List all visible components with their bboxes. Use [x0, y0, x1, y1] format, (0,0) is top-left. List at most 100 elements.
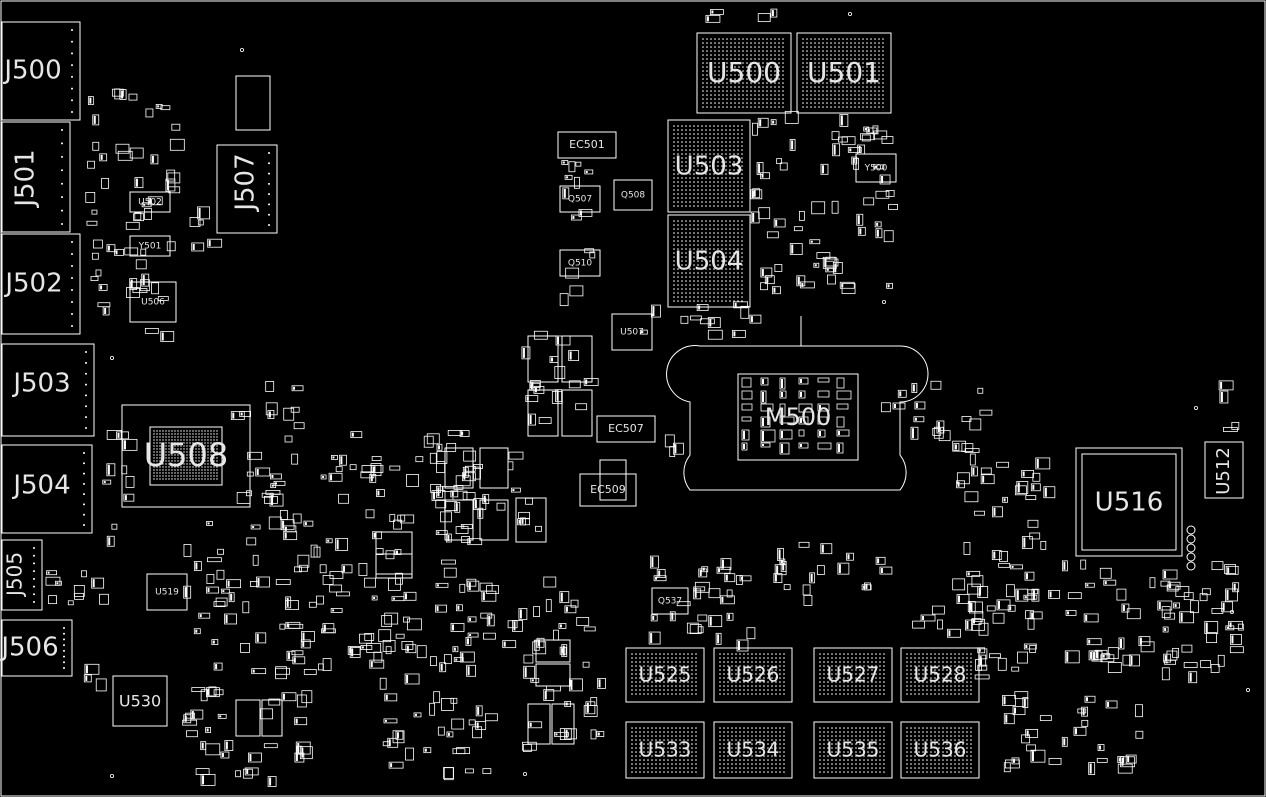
chip-u504 [667, 214, 751, 308]
small-component [740, 305, 750, 319]
small-component [597, 677, 606, 689]
small-component [1105, 700, 1118, 709]
component-pad [207, 588, 210, 593]
small-component [461, 472, 476, 482]
small-component [242, 601, 250, 614]
connector-pin [33, 585, 35, 588]
component-pad [847, 554, 850, 560]
small-component [933, 426, 944, 439]
small-component [193, 561, 202, 571]
small-component [269, 493, 284, 507]
component-pad [1233, 583, 1236, 591]
small-component [455, 526, 469, 534]
small-component [275, 667, 290, 675]
small-component [837, 136, 848, 143]
small-component [1023, 594, 1038, 600]
component-pad [440, 663, 443, 671]
component-pad [706, 16, 709, 22]
component-pad [743, 431, 745, 439]
small-component [134, 212, 142, 221]
small-component [720, 558, 732, 571]
connector-pin [268, 152, 270, 154]
component-pad [998, 600, 1001, 609]
small-component [969, 418, 982, 431]
small-component [385, 550, 395, 560]
component-pad [1036, 458, 1039, 468]
small-component [831, 131, 840, 141]
chip-u536 [900, 721, 980, 779]
small-component [1237, 623, 1244, 631]
component-pad [184, 587, 187, 598]
small-component [1162, 569, 1178, 580]
small-component [447, 430, 462, 436]
small-component [967, 583, 982, 595]
component-block [561, 389, 593, 437]
small-component [455, 604, 463, 612]
small-component [160, 105, 171, 111]
small-component [564, 605, 577, 614]
component-pad [222, 590, 225, 593]
small-component [423, 747, 432, 754]
small-component [371, 456, 382, 461]
component-pad [351, 432, 354, 437]
component-pad [395, 550, 398, 554]
test-point [882, 299, 887, 304]
small-component [268, 516, 282, 530]
small-component [1157, 600, 1173, 611]
connector-j503 [1, 343, 95, 437]
small-component [974, 674, 990, 680]
small-component [836, 416, 845, 428]
small-component [1228, 620, 1243, 629]
connector-pin [83, 513, 85, 516]
component-pad [782, 562, 785, 571]
component-pad [781, 379, 783, 388]
small-component [892, 402, 906, 410]
small-component [1015, 588, 1029, 602]
component-pad [566, 176, 569, 179]
component-pad [791, 140, 794, 150]
small-component [1189, 600, 1199, 614]
component-pad [800, 418, 802, 423]
small-component [358, 633, 372, 644]
small-component [986, 605, 996, 612]
component-pad [1031, 612, 1034, 618]
component-pad [1220, 381, 1223, 389]
small-component [1122, 654, 1132, 666]
part-y501 [129, 235, 171, 257]
part-label: EC501 [569, 138, 605, 151]
component-pad [641, 331, 644, 334]
component-pad [1121, 757, 1124, 766]
component-pad [911, 428, 914, 439]
small-component [697, 626, 704, 634]
component-pad [1009, 606, 1012, 611]
small-component [92, 141, 100, 151]
small-component [1121, 603, 1130, 613]
component-pad [598, 679, 601, 688]
component-pad [899, 391, 902, 397]
small-component [1223, 427, 1238, 432]
component-pad [437, 445, 440, 450]
component-pad [761, 268, 764, 276]
small-component [255, 467, 271, 477]
component-pad [135, 178, 138, 187]
small-component [886, 282, 893, 289]
small-component [779, 416, 795, 424]
small-component [465, 636, 472, 646]
small-component [760, 442, 771, 448]
component-pad [1023, 537, 1026, 548]
component-block [551, 703, 575, 745]
small-component [760, 377, 769, 386]
small-component [1201, 588, 1211, 596]
component-pad [1189, 672, 1192, 682]
small-component [1107, 662, 1122, 673]
small-component [707, 317, 721, 328]
small-component [375, 489, 385, 497]
small-component [279, 623, 286, 630]
small-component [779, 390, 787, 399]
small-component [997, 657, 1007, 671]
small-component [220, 751, 230, 759]
small-component [114, 248, 124, 256]
small-component [1231, 421, 1240, 430]
component-pad [529, 415, 532, 425]
